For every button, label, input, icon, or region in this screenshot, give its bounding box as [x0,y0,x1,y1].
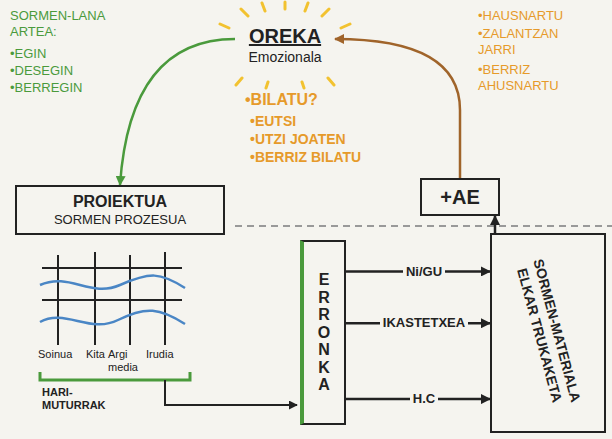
node-title: PROIEKTUA [73,192,167,212]
node-subtitle: Emozionala [248,49,321,67]
action-note: •EUTSI [250,113,296,130]
process-note: •BERREGIN [10,80,82,96]
action-note: •ZALANTZAN JARRI [478,26,590,57]
edge-label: Ni/GU [403,264,445,280]
action-note: •BERRIZ AHUSNARTU [478,62,590,93]
rotated-text-group: SORMEN-MATERIALAELKAR TRUKAKETA [512,257,584,409]
weave-thread [40,311,185,325]
edge-label: IKASTETXEA [380,315,468,331]
weave-thread [40,276,185,289]
action-note: •UTZI JOATEN [250,131,346,148]
process-note: SORMEN-LANA ARTEA: [10,8,110,39]
node-title: OREKA [249,24,321,49]
connector-arrow [494,216,497,233]
challenge-box: ERRONKA [300,240,346,425]
thread-name: Kita [86,348,105,361]
sun-rays [220,2,350,88]
thread-name: Argi media [108,348,142,374]
dashed-divider [235,225,612,227]
action-note: •HAUSNARTU [478,8,563,24]
material-box: SORMEN-MATERIALAELKAR TRUKAKETA [490,233,606,433]
connector-arrow [120,39,235,185]
thread-name: Soinua [38,348,72,361]
balance-node: OREKAEmozionala [235,14,335,76]
thread-arrow [165,380,297,405]
node-title: +AE [440,185,479,210]
ae-box: +AE [420,178,500,216]
action-note: •BILATU? [245,90,318,109]
node-title: ERRONKA [316,271,332,394]
node-subtitle: SORMEN PROZESUA [54,212,186,228]
project-box: PROIEKTUASORMEN PROZESUA [15,185,225,235]
thread-name: Irudia [146,348,174,361]
thread-name: HARI-MUTURRAK [42,386,122,412]
thread-bracket [40,372,190,380]
process-note: •DESEGIN [10,63,73,79]
weave-warp-lines [42,252,182,345]
action-note: •BERRIZ BILATU [250,149,361,166]
process-note: •EGIN [10,46,46,62]
edge-label: H.C [410,391,438,407]
